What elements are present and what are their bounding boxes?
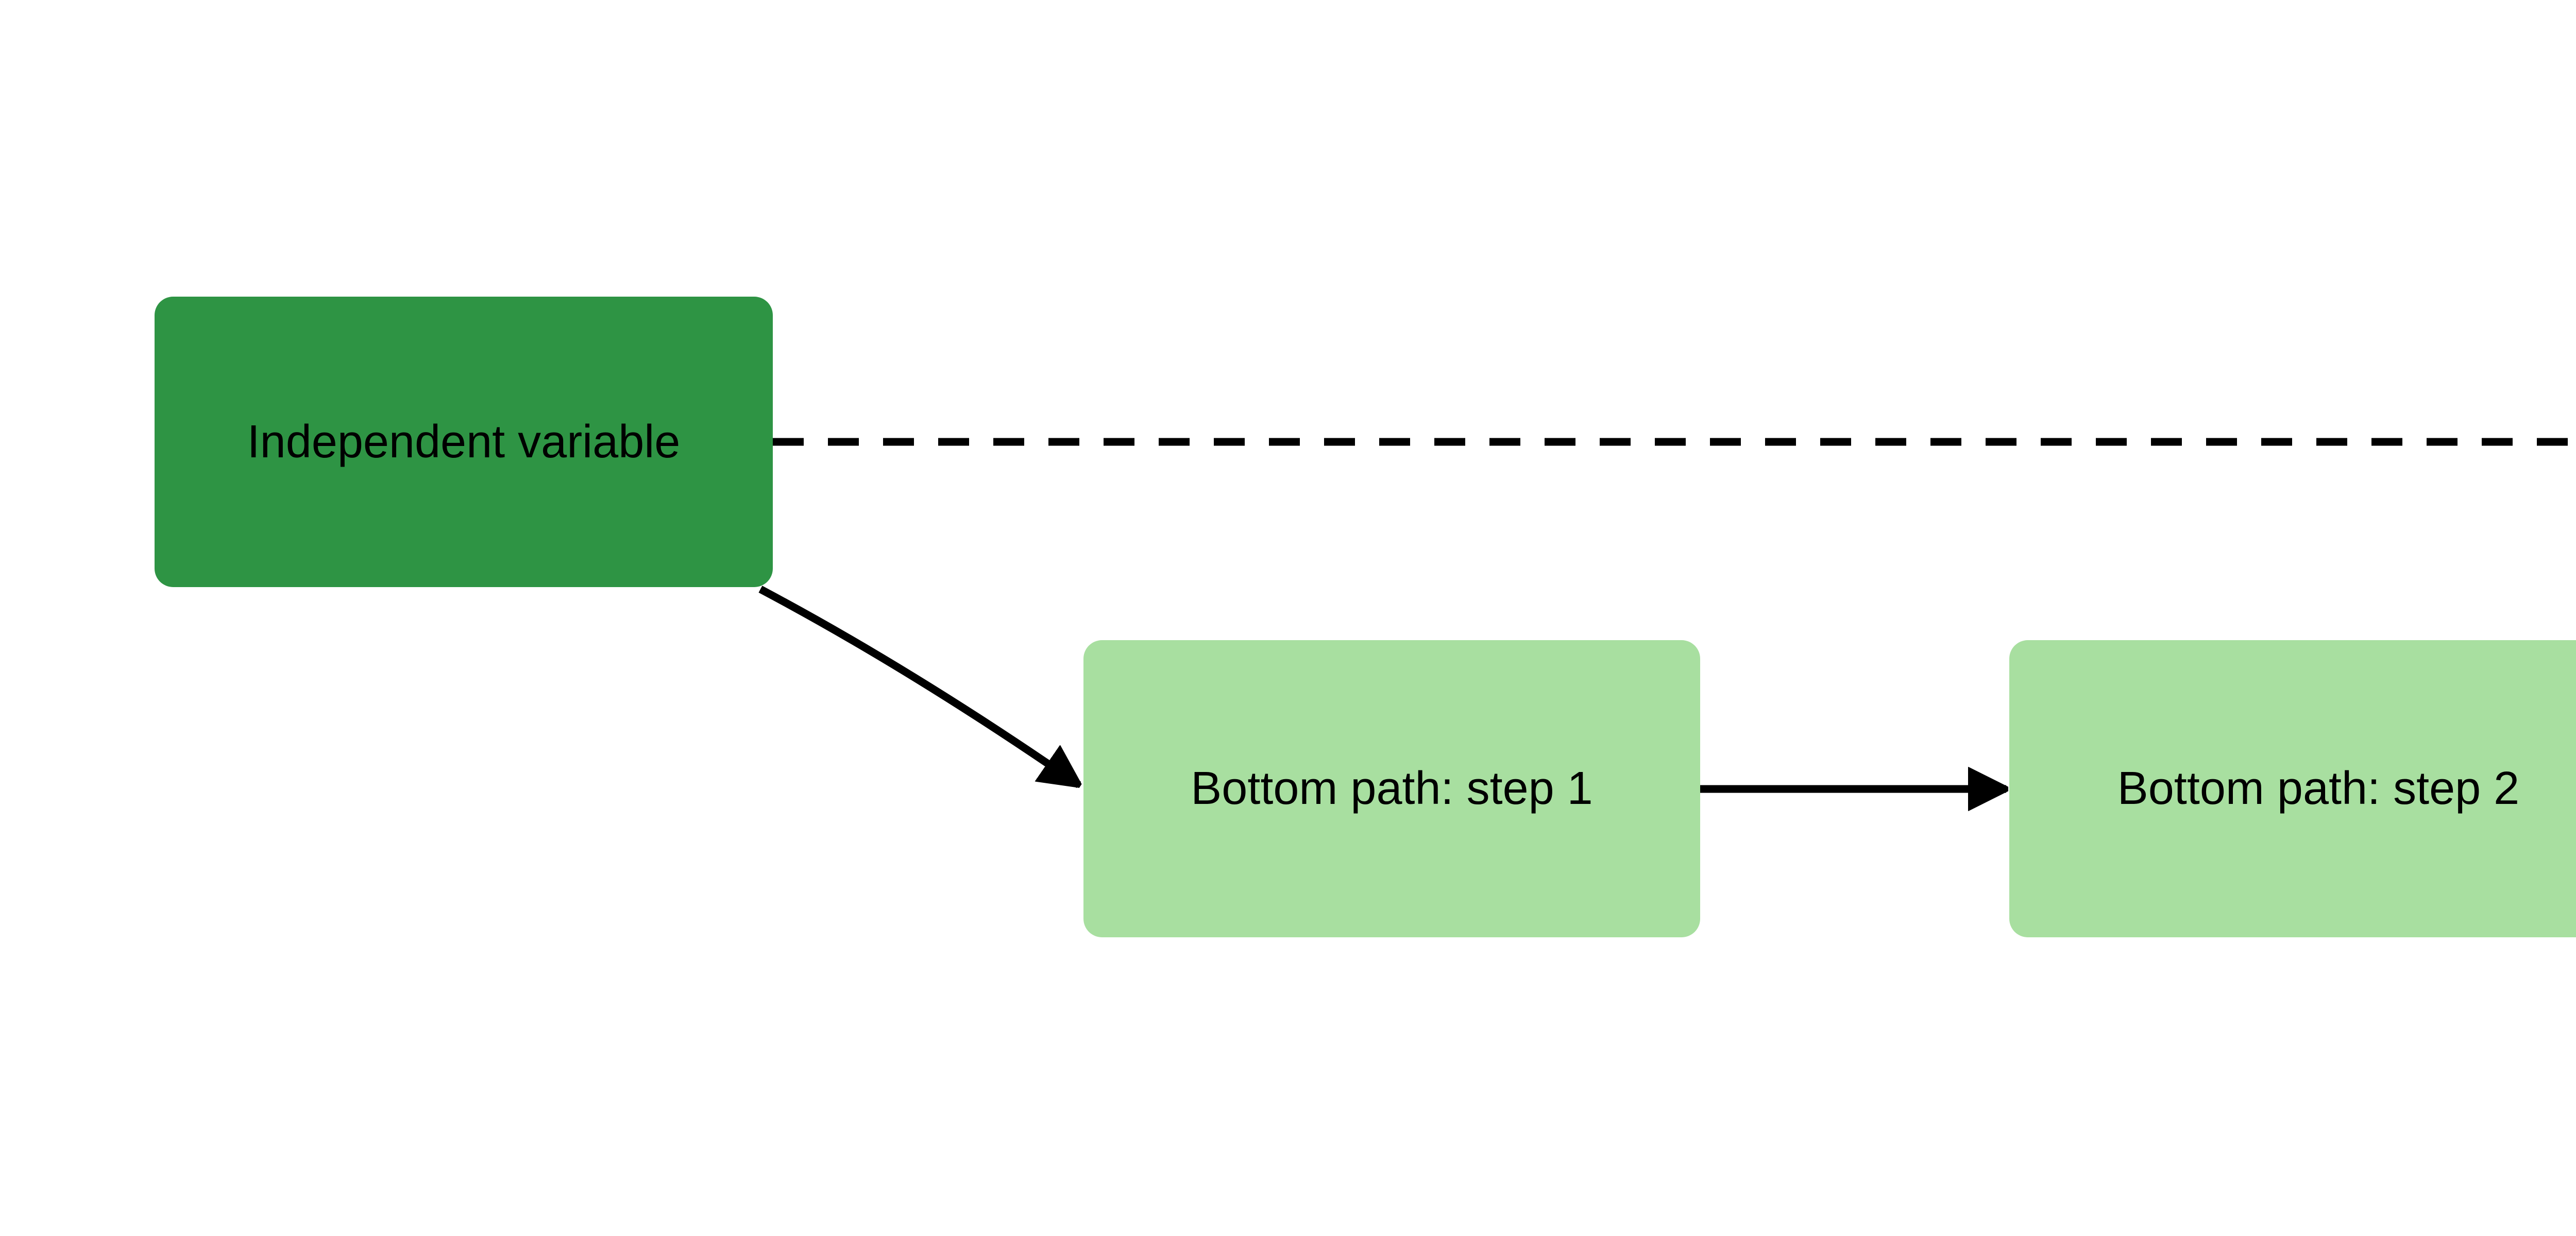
node-bottom-path-step-1-label: Bottom path: step 1 bbox=[1191, 763, 1593, 814]
node-bottom-path-step-2: Bottom path: step 2 bbox=[2009, 640, 2576, 937]
node-bottom-path-step-2-label: Bottom path: step 2 bbox=[2117, 763, 2520, 814]
node-independent-variable-label: Independent variable bbox=[247, 416, 681, 468]
edge-independent-to-step1-arrow bbox=[758, 586, 1079, 788]
node-independent-variable: Independent variable bbox=[155, 297, 773, 587]
node-bottom-path-step-1: Bottom path: step 1 bbox=[1083, 640, 1700, 937]
